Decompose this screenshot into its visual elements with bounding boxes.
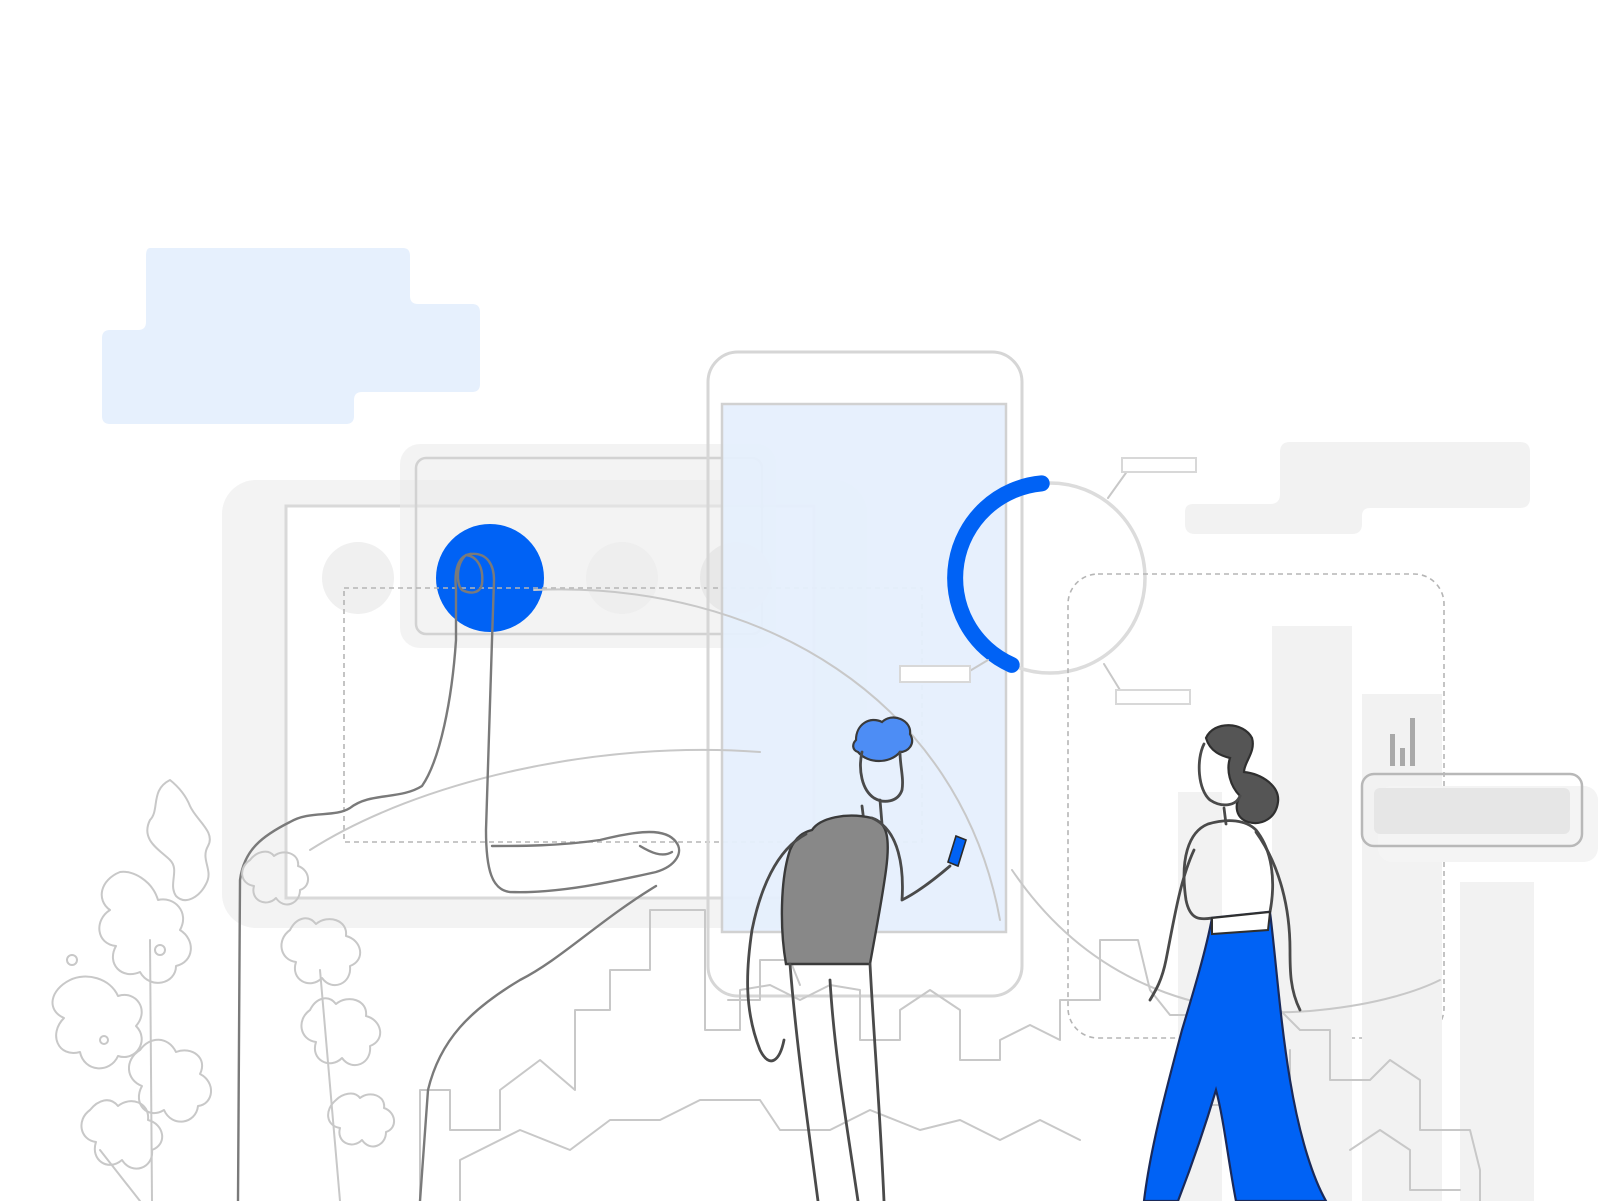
bar-chart-icon (1390, 718, 1415, 766)
dot-indicator (322, 542, 394, 614)
flower-icon (66, 944, 166, 1045)
dot-indicator-active (436, 524, 544, 632)
cloud-shape-right (1185, 442, 1530, 534)
cloud-shape-left (102, 248, 480, 424)
callout-lines (899, 457, 1197, 705)
woman-trousers (1142, 910, 1328, 1201)
input-pill-right (1360, 772, 1598, 862)
woman-hair (1204, 724, 1280, 825)
man-walking-figure (746, 716, 967, 1201)
man-hair (852, 716, 914, 763)
progress-ring-fill (947, 475, 1050, 673)
progress-ring (947, 475, 1147, 675)
man-vest (780, 814, 889, 966)
woman-walking-figure (1142, 724, 1328, 1201)
hand-pointing-sketch (236, 552, 681, 1201)
plant-sketch (51, 779, 395, 1201)
dot-indicator (586, 542, 658, 614)
phone-icon (947, 834, 967, 868)
